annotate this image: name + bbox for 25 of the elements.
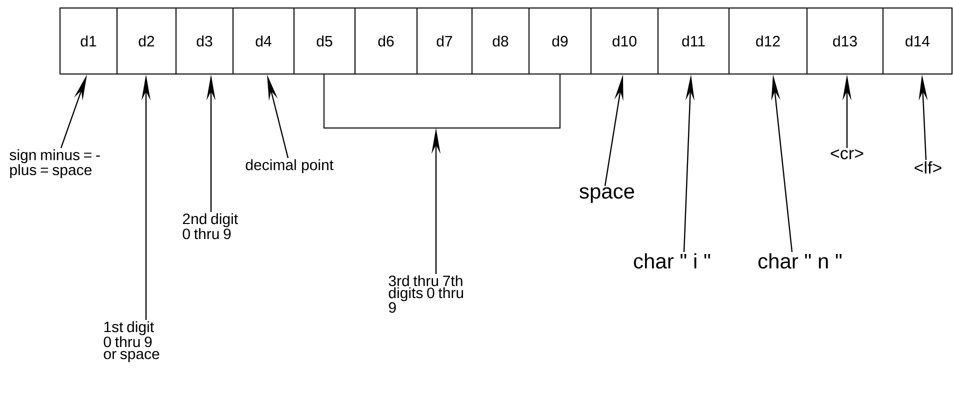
annotation-text: 3rd thru 7th digits 0 thru 9 [388, 275, 464, 313]
digit-cell: d12 [728, 8, 808, 74]
digit-cell: d13 [806, 8, 884, 74]
digit-cell: d10 [590, 8, 658, 74]
annotation-text: char " i " [634, 253, 710, 269]
annotation-text: char " n " [758, 253, 842, 269]
annotation-text: 2nd digit 0 thru 9 [182, 213, 238, 240]
annotation-text: space [580, 187, 634, 203]
digit-cell: d3 [176, 8, 234, 74]
annotation-text: 1st digit 0 thru 9 or space [104, 321, 160, 362]
annotation-text: decimal point [246, 159, 334, 174]
digit-cell: d14 [882, 8, 952, 74]
digit-cell: d6 [354, 8, 418, 74]
digit-cell: d5 [294, 8, 356, 74]
digit-cell: d4 [232, 8, 294, 74]
digit-cell: d7 [416, 8, 472, 74]
digit-cell: d1 [60, 8, 118, 74]
digit-cell: d11 [658, 8, 730, 74]
digit-cell: d9 [528, 8, 592, 74]
digit-cell: d8 [472, 8, 530, 74]
annotation-text: <cr> [830, 149, 864, 160]
annotation-text: sign minus = - plus = space [10, 149, 100, 178]
annotation-text: <lf> [914, 161, 942, 174]
digit-cell: d2 [116, 8, 176, 74]
bracket [324, 74, 560, 128]
